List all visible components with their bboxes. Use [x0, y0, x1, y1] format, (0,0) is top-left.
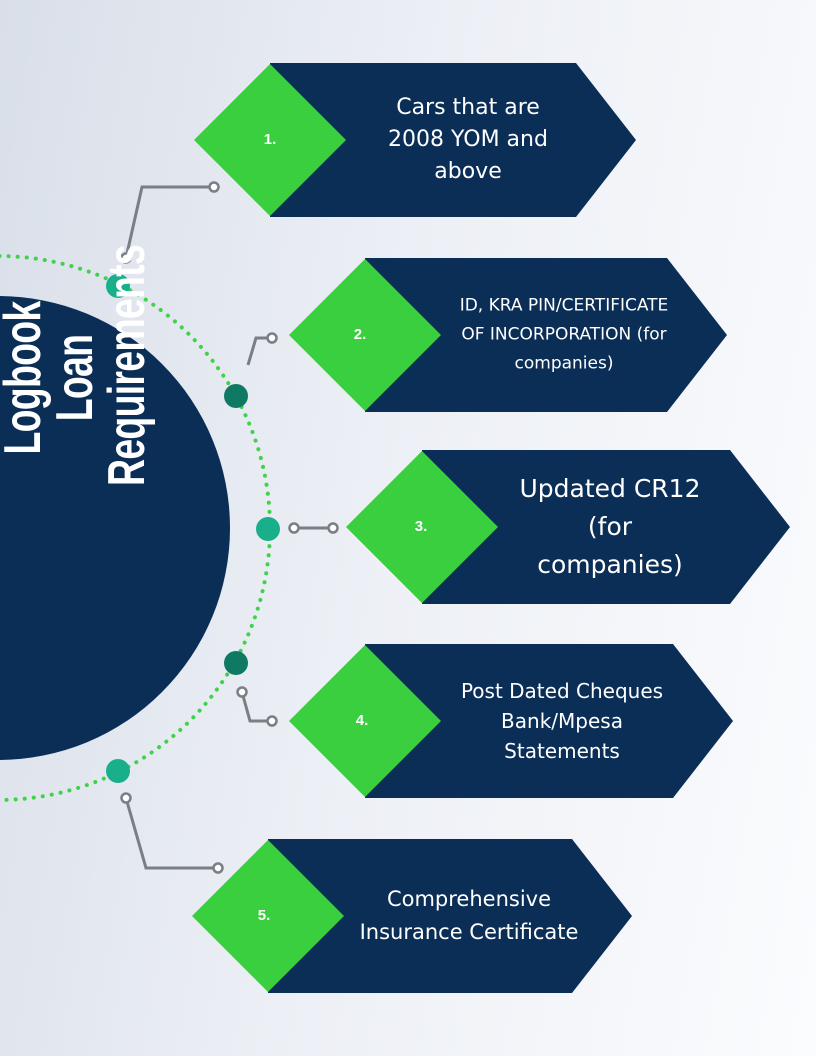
arc-node-3	[256, 517, 280, 541]
arc-node-2	[224, 384, 248, 408]
item-label-line: Comprehensive	[386, 887, 552, 911]
connectors	[124, 185, 333, 870]
connector-end	[327, 522, 339, 534]
title-circle	[0, 296, 230, 760]
item-2-chevron	[365, 258, 727, 412]
item-label-line: ID, KRA PIN/CERTIFICATE	[459, 295, 669, 316]
item-label-line: Insurance Certificate	[359, 920, 579, 944]
connector-end	[288, 522, 300, 534]
connector-ends	[120, 181, 339, 874]
item-number: 1.	[263, 131, 277, 148]
item-label-line: Bank/Mpesa	[501, 709, 623, 733]
item-number: 2.	[353, 326, 367, 343]
item-number: 3.	[414, 518, 428, 535]
connector-end	[236, 686, 248, 698]
item-shapes	[192, 63, 790, 993]
item-label-line: OF INCORPORATION (for	[461, 324, 667, 345]
arc-node-5	[106, 759, 130, 783]
item-1-diamond	[194, 64, 346, 216]
page-title: Logbook Loan Requirements	[0, 228, 156, 528]
connector-5	[124, 797, 218, 870]
item-label-line: (for	[587, 512, 633, 541]
item-label-line: Post Dated Cheques	[460, 679, 664, 703]
item-number: 5.	[257, 907, 271, 924]
item-label: ID, KRA PIN/CERTIFICATE OF INCORPORATION …	[460, 292, 669, 379]
connector-end	[120, 252, 132, 264]
arc-node-4	[224, 651, 248, 675]
connector-end	[266, 332, 278, 344]
arc-node-1	[106, 274, 130, 298]
item-3-chevron	[422, 450, 790, 604]
connector-end	[212, 862, 224, 874]
connector-end	[266, 715, 278, 727]
item-5-diamond	[192, 840, 344, 992]
item-label: Cars that are 2008 YOM and above	[388, 92, 548, 188]
item-label: Updated CR12 (for companies)	[520, 470, 701, 584]
item-label-line: Cars that are	[396, 95, 540, 120]
item-label-line: Updated CR12	[519, 474, 701, 503]
connector-1	[124, 185, 214, 259]
item-5-chevron	[268, 839, 632, 993]
item-2-diamond	[289, 259, 441, 411]
title-line-1: Logbook Loan	[0, 301, 104, 455]
item-4-chevron	[365, 644, 733, 798]
item-label-line: companies)	[514, 353, 614, 374]
item-label-line: 2008 YOM and	[388, 127, 548, 152]
item-label-line: companies)	[537, 550, 683, 579]
item-label-line: Statements	[504, 739, 620, 763]
connector-end	[208, 181, 220, 193]
item-label-line: above	[434, 159, 502, 184]
item-3-diamond	[346, 451, 498, 603]
title-line-2: Requirements	[98, 244, 156, 486]
item-1-chevron	[270, 63, 636, 217]
connector-4	[240, 691, 272, 723]
item-4-diamond	[289, 645, 441, 797]
connector-end	[120, 792, 132, 804]
item-number: 4.	[355, 712, 369, 729]
